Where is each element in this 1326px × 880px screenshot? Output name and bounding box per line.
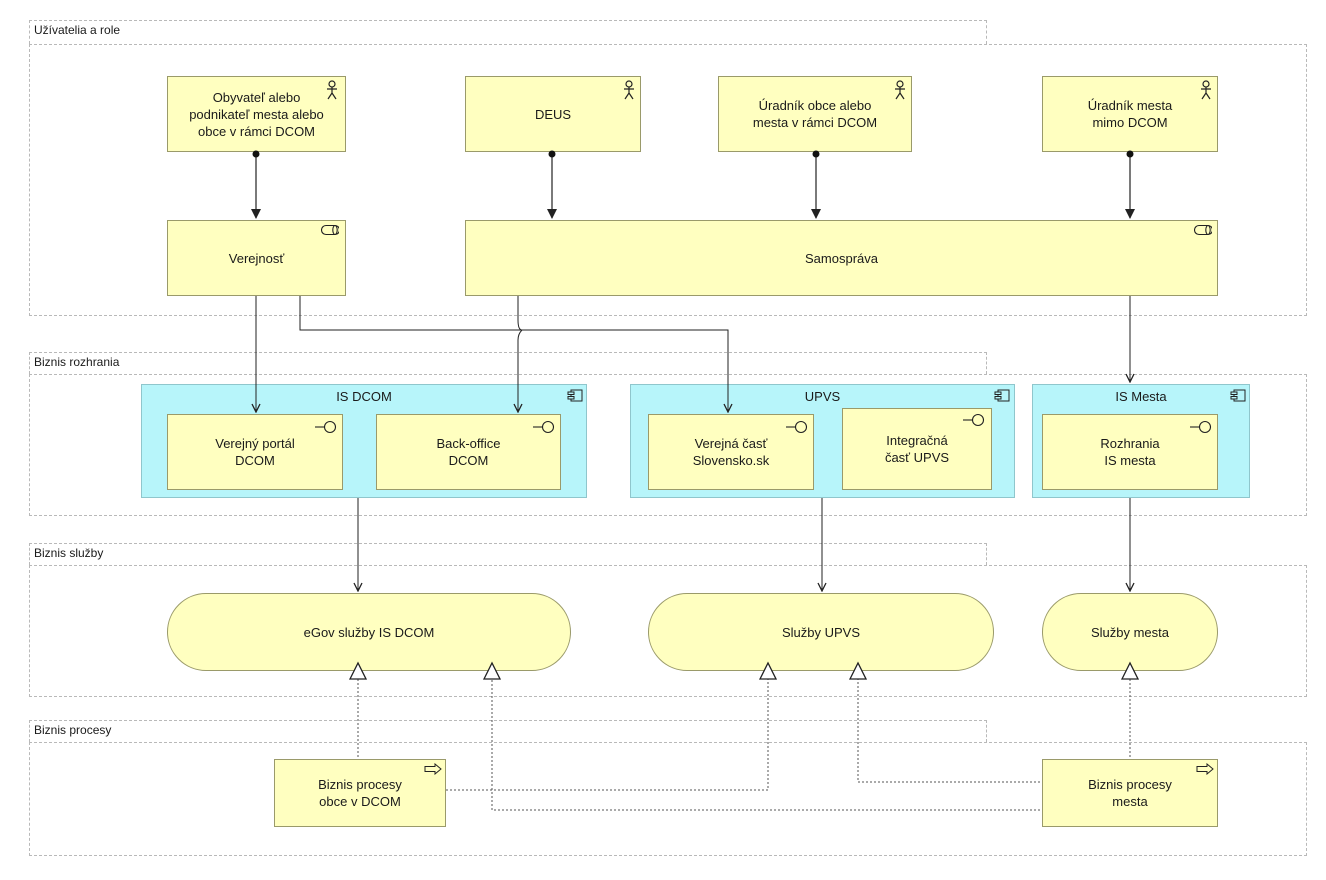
interface-public-part-label: Verejná časť Slovensko.sk: [692, 436, 770, 468]
process-dcom-label: Biznis procesy obce v DCOM: [318, 777, 402, 809]
process-city-label: Biznis procesy mesta: [1088, 777, 1172, 809]
interface-backoffice[interactable]: Back-office DCOM: [376, 414, 561, 490]
service-egov-label: eGov služby IS DCOM: [303, 624, 435, 640]
actor-citizen-label: Obyvateľ alebo podnikateľ mesta alebo ob…: [189, 89, 324, 139]
interface-icon: [963, 413, 985, 427]
group-label-interfaces: Biznis rozhrania: [34, 355, 120, 369]
process-city[interactable]: Biznis procesy mesta: [1042, 759, 1218, 827]
process-icon: [1196, 763, 1214, 775]
role-public-label: Verejnosť: [228, 250, 285, 266]
interface-public-portal-label: Verejný portál DCOM: [215, 436, 295, 468]
interface-public-portal[interactable]: Verejný portál DCOM: [167, 414, 343, 490]
role-icon: [1194, 224, 1212, 236]
role-icon: [321, 224, 339, 236]
actor-icon: [624, 80, 634, 100]
group-label-users: Užívatelia a role: [34, 23, 121, 37]
actor-deus[interactable]: DEUS: [465, 76, 641, 152]
actor-icon: [1201, 80, 1211, 100]
app-upvs-title: UPVS: [804, 389, 841, 404]
actor-icon: [327, 80, 337, 100]
actor-citizen[interactable]: Obyvateľ alebo podnikateľ mesta alebo ob…: [167, 76, 346, 152]
actor-official-dcom[interactable]: Úradník obce alebo mesta v rámci DCOM: [718, 76, 912, 152]
component-icon: [994, 389, 1010, 402]
process-icon: [424, 763, 442, 775]
actor-official-city[interactable]: Úradník mesta mimo DCOM: [1042, 76, 1218, 152]
interface-icon: [786, 420, 808, 434]
group-label-processes: Biznis procesy: [34, 723, 112, 737]
interface-city[interactable]: Rozhrania IS mesta: [1042, 414, 1218, 490]
role-selfgov-label: Samospráva: [805, 250, 878, 266]
service-upvs[interactable]: Služby UPVS: [648, 593, 994, 671]
interface-integration-label: Integračná časť UPVS: [884, 433, 950, 465]
actor-icon: [895, 80, 905, 100]
group-tab-services: Biznis služby: [29, 543, 987, 565]
app-iscity-title: IS Mesta: [1115, 389, 1167, 404]
role-selfgov[interactable]: Samospráva: [465, 220, 1218, 296]
interface-icon: [1190, 420, 1212, 434]
group-tab-processes: Biznis procesy: [29, 720, 987, 742]
interface-backoffice-label: Back-office DCOM: [436, 436, 501, 468]
actor-official-city-label: Úradník mesta mimo DCOM: [1087, 98, 1173, 130]
component-icon: [567, 389, 583, 402]
role-public[interactable]: Verejnosť: [167, 220, 346, 296]
group-tab-users: Užívatelia a role: [29, 20, 987, 44]
process-dcom[interactable]: Biznis procesy obce v DCOM: [274, 759, 446, 827]
service-city-label: Služby mesta: [1090, 624, 1170, 640]
service-egov[interactable]: eGov služby IS DCOM: [167, 593, 571, 671]
interface-city-label: Rozhrania IS mesta: [1100, 436, 1160, 468]
actor-deus-label: DEUS: [534, 106, 572, 122]
service-city[interactable]: Služby mesta: [1042, 593, 1218, 671]
interface-icon: [315, 420, 337, 434]
group-tab-interfaces: Biznis rozhrania: [29, 352, 987, 374]
component-icon: [1230, 389, 1246, 402]
app-isdcom-title: IS DCOM: [336, 389, 392, 404]
group-label-services: Biznis služby: [34, 546, 104, 560]
actor-official-dcom-label: Úradník obce alebo mesta v rámci DCOM: [752, 98, 878, 130]
service-upvs-label: Služby UPVS: [781, 624, 861, 640]
interface-icon: [533, 420, 555, 434]
interface-integration[interactable]: Integračná časť UPVS: [842, 408, 992, 490]
